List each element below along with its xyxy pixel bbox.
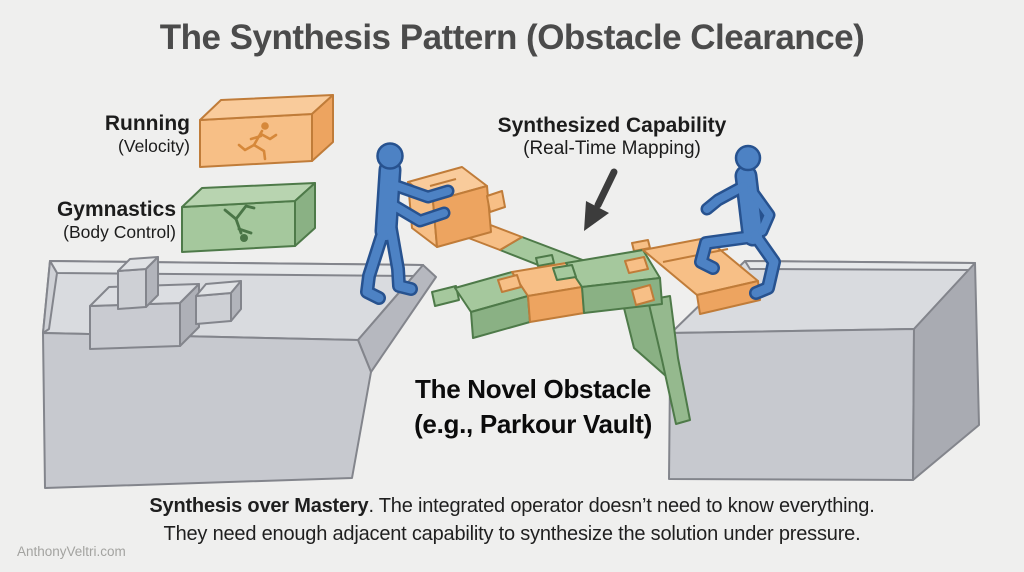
gymnastics-label-main: Gymnastics [56,198,176,221]
caption-lead: Synthesis over Mastery [149,495,369,517]
figure-walker [694,144,781,300]
novel-obstacle-label: The Novel Obstacle (e.g., Parkour Vault) [373,372,693,442]
pointer-arrow [584,168,618,231]
caption-line1-rest: . The integrated operator doesn’t need t… [368,495,875,517]
runner-icon [237,122,278,161]
bridge-deck [431,237,761,339]
running-block [199,94,334,168]
running-label-main: Running [104,112,190,135]
gymnastics-label-sub: (Body Control) [63,222,176,243]
novel-obstacle-sub: (e.g., Parkour Vault) [414,409,652,439]
left-platform [42,256,437,489]
rooftop-block-cube [117,256,159,310]
caption-line2: They need enough adjacent capability to … [163,523,861,545]
running-label-sub: (Velocity) [118,136,190,157]
figure-builder [360,142,455,305]
synthesized-capability-main: Synthesized Capability [497,114,727,137]
gymnastics-label: Gymnastics (Body Control) [16,198,176,242]
caption: Synthesis over Mastery. The integrated o… [0,492,1024,548]
synthesized-capability-label: Synthesized Capability (Real-Time Mappin… [452,113,772,161]
page-title: The Synthesis Pattern (Obstacle Clearanc… [159,18,865,57]
synthesized-capability-sub: (Real-Time Mapping) [523,138,701,160]
watermark: AnthonyVeltri.com [17,544,126,559]
cartwheel-icon [223,204,256,242]
synthesis-bridge [407,166,761,425]
rooftop-block-small [195,280,242,325]
running-label: Running (Velocity) [30,112,190,156]
caption-line1: Synthesis over Mastery. The integrated o… [0,492,1024,520]
right-platform [658,260,980,481]
novel-obstacle-main: The Novel Obstacle [415,374,651,404]
gymnastics-block [181,182,316,253]
